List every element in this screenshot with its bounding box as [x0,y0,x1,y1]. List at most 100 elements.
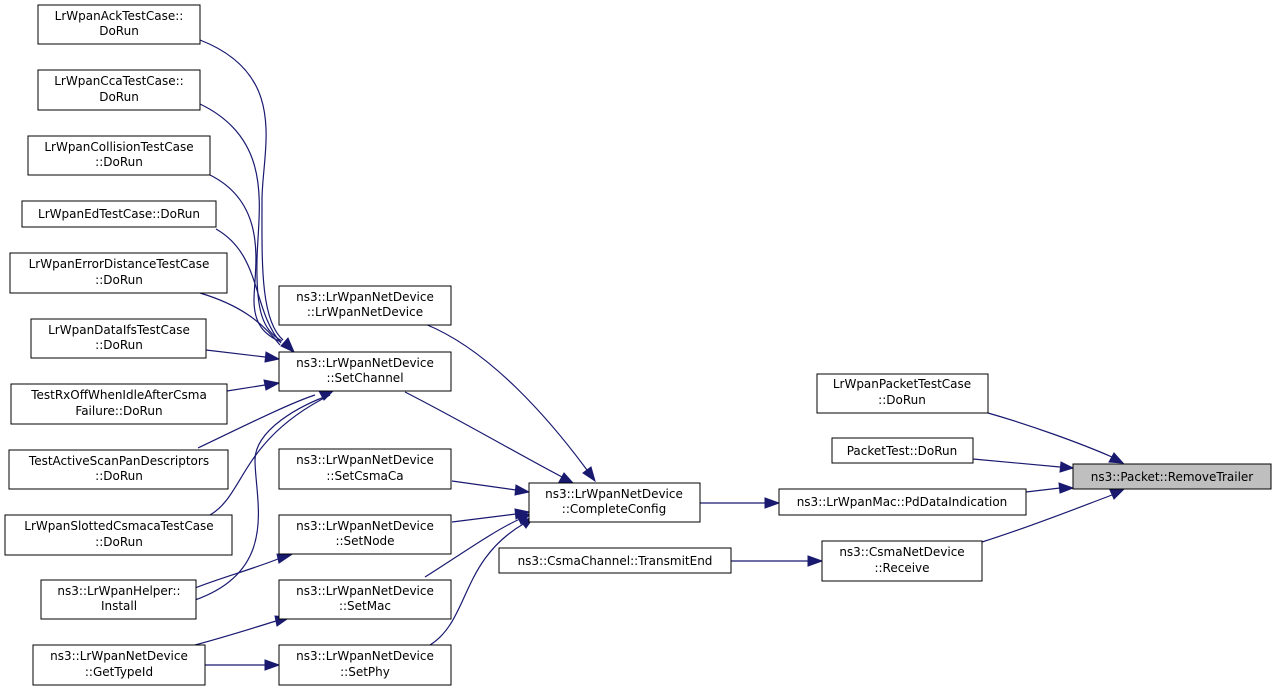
edge-cca-setchan [199,103,283,342]
arrowhead [263,379,281,391]
svg-text:LrWpanCollisionTestCase::DoRun: LrWpanCollisionTestCase::DoRun [44,140,193,169]
node-label: ::SetChannel [326,371,403,385]
edge-ctor-complete [424,323,588,471]
arrowhead [1109,488,1126,500]
node-label: ::SetCsmaCa [326,469,403,483]
node-label: DoRun [99,90,139,104]
node-setcsma[interactable]: ns3::LrWpanNetDevice::SetCsmaCa [278,448,452,490]
edge-rxoff-setchan [226,384,266,392]
node-label: LrWpanPacketTestCase [833,377,971,391]
node-pkttest[interactable]: PacketTest::DoRun [831,437,974,464]
node-txend[interactable]: ns3::CsmaChannel::TransmitEnd [498,547,732,574]
svg-text:ns3::CsmaNetDevice::Receive: ns3::CsmaNetDevice::Receive [839,545,964,575]
node-label: ns3::CsmaChannel::TransmitEnd [518,554,713,568]
svg-text:ns3::LrWpanNetDevice::SetChann: ns3::LrWpanNetDevice::SetChannel [296,356,434,385]
node-label: ns3::Packet::RemoveTrailer [1091,470,1254,484]
svg-text:ns3::Packet::RemoveTrailer: ns3::Packet::RemoveTrailer [1091,470,1254,484]
svg-text:LrWpanDataIfsTestCase::DoRun: LrWpanDataIfsTestCase::DoRun [48,323,190,352]
node-lrpkt[interactable]: LrWpanPacketTestCase::DoRun [816,373,989,414]
node-label: ns3::LrWpanMac::PdDataIndication [797,495,1008,509]
edge-setphy-complete [429,522,526,646]
node-slotted[interactable]: LrWpanSlottedCsmacaTestCase::DoRun [4,514,233,556]
edge-errdist-setchan [199,292,281,346]
node-setnode[interactable]: ns3::LrWpanNetDevice::SetNode [278,514,452,555]
svg-text:ns3::CsmaChannel::TransmitEnd: ns3::CsmaChannel::TransmitEnd [518,554,713,568]
node-label: TestRxOffWhenIdleAfterCsma [30,388,207,402]
node-label: ::DoRun [95,155,143,169]
node-ifs[interactable]: LrWpanDataIfsTestCase::DoRun [30,318,207,359]
svg-text:LrWpanSlottedCsmacaTestCase::D: LrWpanSlottedCsmacaTestCase::DoRun [24,519,213,549]
edge-pddata-root [1025,487,1061,493]
node-cca[interactable]: LrWpanCcaTestCase::DoRun [37,69,201,111]
node-label: ::SetNode [335,534,394,548]
svg-text:ns3::LrWpanNetDevice::GetTypeI: ns3::LrWpanNetDevice::GetTypeId [50,649,188,679]
node-helper[interactable]: ns3::LrWpanHelper::Install [40,579,197,620]
arrowhead [264,659,281,671]
svg-text:LrWpanEdTestCase::DoRun: LrWpanEdTestCase::DoRun [38,207,200,221]
edge-ed-setchan [215,228,282,344]
node-label: ::LrWpanNetDevice [307,305,423,319]
node-label: ns3::LrWpanNetDevice [296,290,434,304]
node-label: Install [101,599,137,613]
arrowhead [1108,452,1125,464]
arrowhead [276,553,293,564]
node-pddata[interactable]: ns3::LrWpanMac::PdDataIndication [778,488,1027,516]
node-label: LrWpanCcaTestCase:: [54,74,183,88]
arrowhead [764,497,781,509]
edge-coll-setchan [209,174,282,343]
node-setchan[interactable]: ns3::LrWpanNetDevice::SetChannel [278,351,452,392]
svg-text:LrWpanAckTestCase::DoRun: LrWpanAckTestCase::DoRun [55,9,184,38]
node-label: ns3::LrWpanNetDevice [296,584,434,598]
svg-text:TestActiveScanPanDescriptors::: TestActiveScanPanDescriptors::DoRun [28,454,209,483]
node-label: LrWpanDataIfsTestCase [48,323,190,337]
arrowhead [514,484,531,496]
node-ack[interactable]: LrWpanAckTestCase::DoRun [37,4,201,45]
node-label: ns3::LrWpanHelper:: [57,584,180,598]
edge-setchan-complete [404,391,563,478]
node-complete[interactable]: ns3::LrWpanNetDevice::CompleteConfig [528,482,701,523]
node-label: ns3::LrWpanNetDevice [296,356,434,370]
edge-pkttest-root [972,458,1061,468]
node-label: LrWpanAckTestCase:: [55,9,184,23]
node-label: ns3::LrWpanNetDevice [296,519,434,533]
node-label: ns3::LrWpanNetDevice [296,649,434,663]
node-label: LrWpanEdTestCase::DoRun [38,207,200,221]
node-label: ns3::CsmaNetDevice [839,545,964,559]
node-setphy[interactable]: ns3::LrWpanNetDevice::SetPhy [278,644,452,686]
arrowhead [807,555,824,567]
node-csmarecv[interactable]: ns3::CsmaNetDevice::Receive [821,540,983,582]
node-ed[interactable]: LrWpanEdTestCase::DoRun [21,200,217,228]
node-label: ns3::LrWpanNetDevice [296,453,434,467]
edge-typeid-setmac [194,620,277,646]
arrowhead [280,337,295,353]
node-label: TestActiveScanPanDescriptors [28,454,209,468]
arrowhead [264,351,281,363]
node-label: ::DoRun [95,535,143,549]
svg-text:LrWpanCcaTestCase::DoRun: LrWpanCcaTestCase::DoRun [54,74,183,104]
node-label: PacketTest::DoRun [847,444,958,458]
edge-ack-setchan [199,39,284,341]
node-label: ::GetTypeId [85,665,153,679]
svg-text:ns3::LrWpanNetDevice::Complete: ns3::LrWpanNetDevice::CompleteConfig [545,487,683,516]
node-setmac[interactable]: ns3::LrWpanNetDevice::SetMac [278,579,452,620]
node-label: ::Receive [874,561,929,575]
edge-activescan-setchan [197,394,316,449]
node-root[interactable]: ns3::Packet::RemoveTrailer [1072,463,1272,490]
edge-ifs-setchan [205,349,266,358]
node-errdist[interactable]: LrWpanErrorDistanceTestCase::DoRun [9,252,228,294]
svg-text:ns3::LrWpanNetDevice::SetNode: ns3::LrWpanNetDevice::SetNode [296,519,434,548]
node-ctor[interactable]: ns3::LrWpanNetDevice::LrWpanNetDevice [278,285,452,326]
node-coll[interactable]: LrWpanCollisionTestCase::DoRun [27,135,211,176]
svg-text:ns3::LrWpanNetDevice::SetCsmaC: ns3::LrWpanNetDevice::SetCsmaCa [296,453,434,483]
node-activescan[interactable]: TestActiveScanPanDescriptors::DoRun [8,449,229,490]
arrowhead [1059,461,1075,473]
edge-helper-setchan [194,394,331,601]
node-label: ::DoRun [95,469,143,483]
node-typeid[interactable]: ns3::LrWpanNetDevice::GetTypeId [32,644,206,686]
edge-lrpkt-root [987,412,1113,458]
edge-helper-setnode [194,558,279,589]
node-label: LrWpanErrorDistanceTestCase [29,257,210,271]
